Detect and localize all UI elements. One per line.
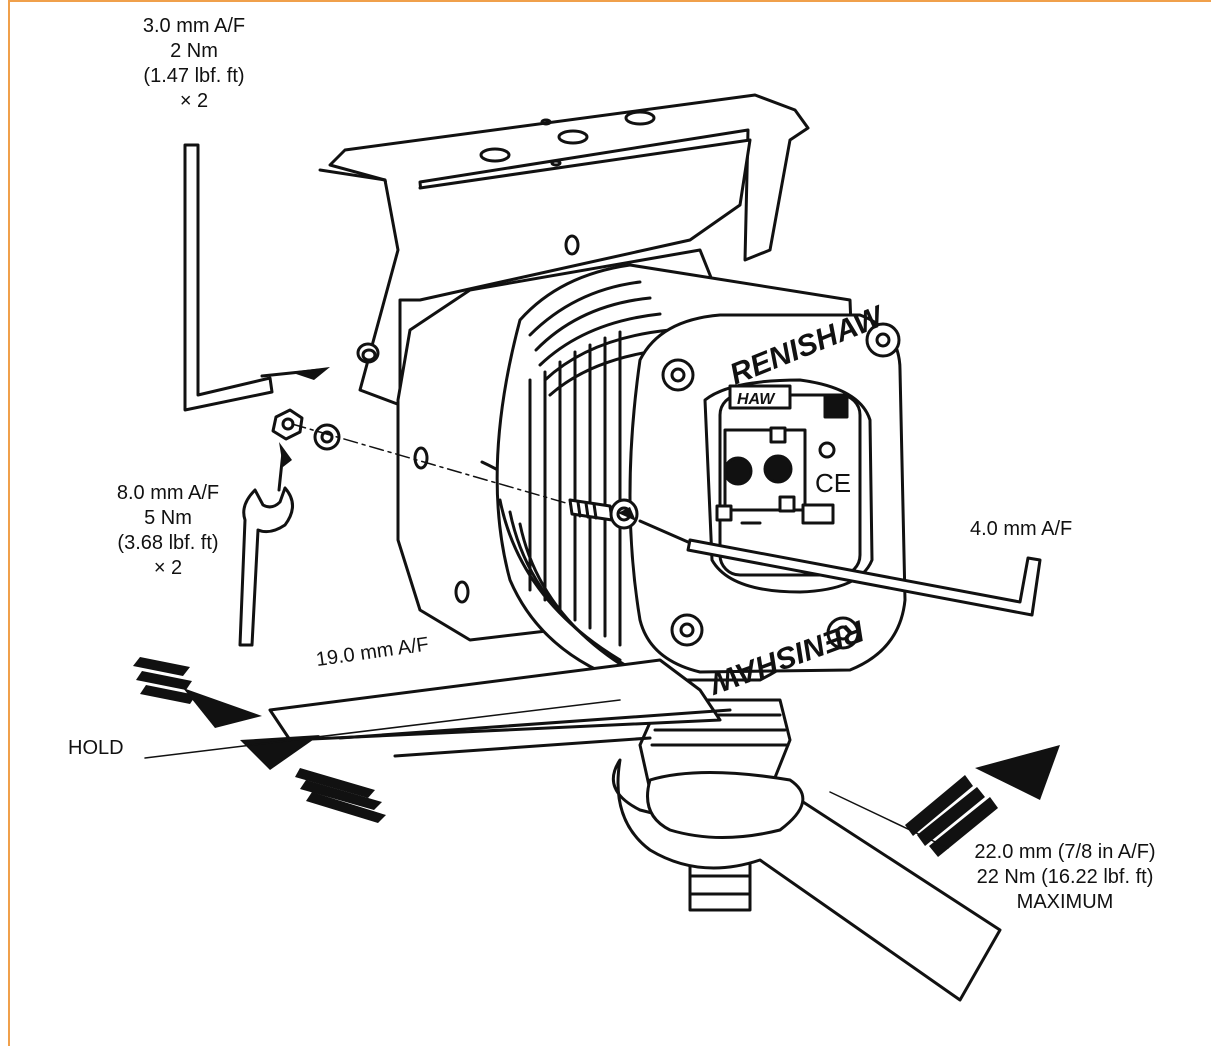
callout-screw-key: 4.0 mm A/F — [970, 518, 1073, 540]
open-spanner-icon — [268, 658, 732, 758]
callout-nut-spanner-size: 8.0 mm A/F — [116, 482, 220, 504]
open-spanner-icon — [238, 486, 294, 647]
washer-icon — [313, 423, 341, 451]
callout-nut-spanner-torque: 5 Nm — [144, 507, 192, 529]
open-spanner-icon — [611, 758, 1002, 1002]
callout-hold: HOLD — [68, 737, 124, 759]
callout-gland-spanner-torque: 22 Nm (16.22 lbf. ft) — [976, 866, 1154, 888]
callout-bracket-key-qty: × 2 — [179, 90, 209, 112]
front-cover — [628, 313, 907, 674]
brand-logo-window: HAW — [737, 391, 776, 408]
frame-top-border — [8, 0, 1211, 2]
callout-bracket-key-size: 3.0 mm A/F — [142, 15, 246, 37]
allen-key-icon — [686, 538, 1042, 617]
callout-bracket-key: 3.0 mm A/F 2 Nm (1.47 lbf. ft) × 2 — [114, 14, 274, 114]
callout-nut-spanner-qty: × 2 — [153, 557, 183, 579]
arrow-icon — [133, 657, 386, 823]
callout-bracket-key-torque: 2 Nm — [170, 40, 218, 62]
callout-gland-spanner-size: 22.0 mm (7/8 in A/F) — [974, 841, 1156, 863]
callout-gland-spanner: 22.0 mm (7/8 in A/F) 22 Nm (16.22 lbf. f… — [940, 840, 1190, 915]
ce-mark-icon: CE — [815, 468, 851, 498]
callout-bracket-key-torque-imperial: (1.47 lbf. ft) — [143, 65, 245, 87]
callout-nut-spanner: 8.0 mm A/F 5 Nm (3.68 lbf. ft) × 2 — [88, 481, 248, 581]
callout-gland-spanner-limit: MAXIMUM — [1016, 891, 1114, 913]
frame-left-border — [8, 0, 10, 1046]
arrow-icon — [905, 745, 1060, 857]
callout-nut-spanner-torque-imperial: (3.68 lbf. ft) — [117, 532, 219, 554]
allen-key-icon — [183, 143, 274, 412]
nut-icon — [271, 408, 304, 441]
